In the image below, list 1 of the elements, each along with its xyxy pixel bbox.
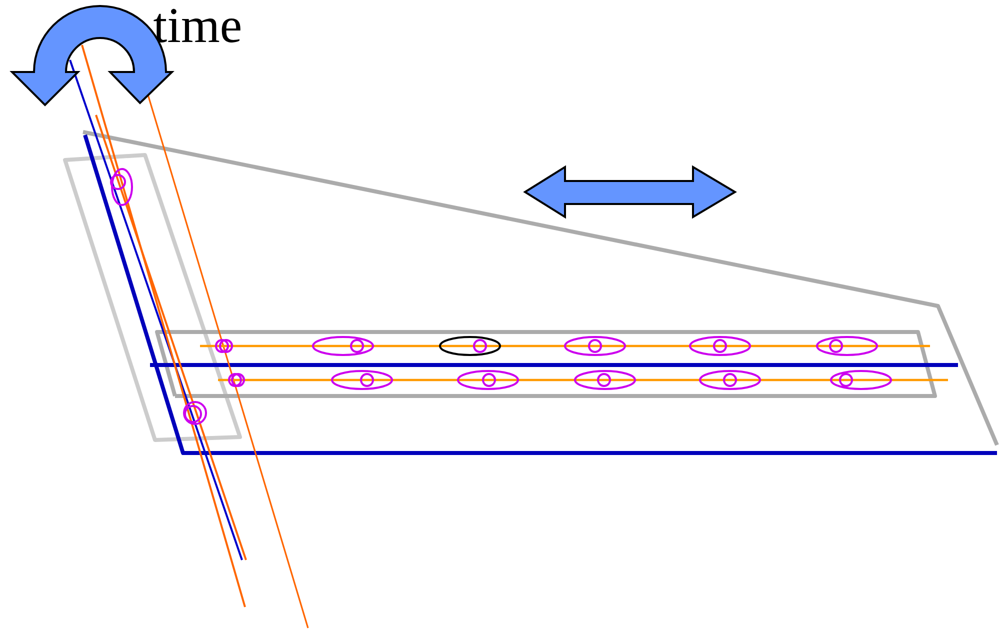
text-label: time bbox=[154, 8, 240, 42]
